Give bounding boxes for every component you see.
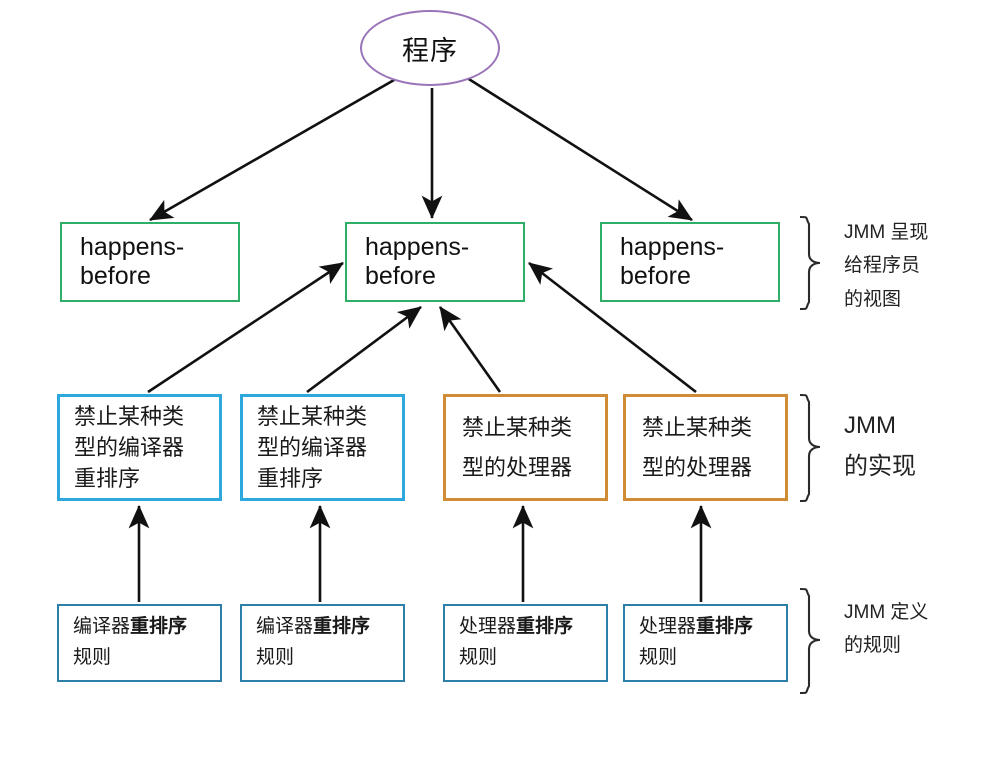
node-rule-processor-1-prefix: 处理器 [459,616,517,638]
node-impl-compiler-2-line3: 重排序 [257,466,324,492]
node-rule-processor-1-line1: 处理器重排序 [459,612,573,643]
node-happens-before-2[interactable]: happens- before [345,222,525,302]
node-impl-processor-2[interactable]: 禁止某种类 型的处理器 [623,394,788,501]
node-impl-compiler-2-line2: 型的编译器 [257,434,368,460]
node-impl-compiler-1-line2: 型的编译器 [74,434,185,460]
node-impl-processor-2-line2: 型的处理器 [642,454,753,480]
node-happens-before-1-line2: before [80,262,151,290]
edge-impl2-to-hb-mid [306,305,422,394]
node-rule-processor-2[interactable]: 处理器重排序 规则 [623,604,788,682]
node-rule-processor-2-line1: 处理器重排序 [639,612,753,643]
node-impl-processor-2-line1: 禁止某种类 [642,415,753,441]
brace-impl-row [799,393,821,503]
node-impl-compiler-2[interactable]: 禁止某种类 型的编译器 重排序 [240,394,405,501]
node-impl-processor-1-line2: 型的处理器 [462,454,573,480]
node-impl-compiler-1-line3: 重排序 [74,466,141,492]
node-rule-compiler-2[interactable]: 编译器重排序 规则 [240,604,405,682]
node-rule-compiler-1[interactable]: 编译器重排序 规则 [57,604,222,682]
node-program-root-label: 程序 [402,35,458,66]
annotation-rule-row: JMM 定义 的规则 [844,602,929,657]
node-impl-compiler-2-line1: 禁止某种类 [257,403,368,429]
node-impl-compiler-1-line1: 禁止某种类 [74,403,185,429]
node-happens-before-2-line2: before [365,262,436,290]
node-impl-compiler-1[interactable]: 禁止某种类 型的编译器 重排序 [57,394,222,501]
node-happens-before-3-line2: before [620,262,691,290]
node-happens-before-1[interactable]: happens- before [60,222,240,302]
brace-view-row [799,215,821,311]
node-happens-before-3[interactable]: happens- before [600,222,780,302]
node-impl-processor-1-line1: 禁止某种类 [462,415,573,441]
node-rule-processor-1[interactable]: 处理器重排序 规则 [443,604,608,682]
annotation-view-row: JMM 呈现 给程序员 的视图 [844,222,929,310]
node-rule-compiler-2-prefix: 编译器 [256,616,314,638]
edge-impl3-to-hb-mid [438,306,502,393]
node-rule-processor-2-prefix: 处理器 [639,616,697,638]
node-program-root[interactable]: 程序 [360,10,500,86]
node-rule-compiler-1-emphasis: 重排序 [130,616,188,638]
node-rule-compiler-1-prefix: 编译器 [73,616,131,638]
node-rule-compiler-2-line1: 编译器重排序 [256,612,370,643]
node-happens-before-2-line1: happens- [365,232,470,261]
node-impl-processor-1[interactable]: 禁止某种类 型的处理器 [443,394,608,501]
node-happens-before-1-line1: happens- [80,232,185,261]
annotation-impl-row: JMM 的实现 [844,412,916,480]
edge-root-to-hb-left [149,74,402,222]
node-rule-processor-1-emphasis: 重排序 [516,616,574,638]
node-rule-compiler-2-emphasis: 重排序 [313,616,371,638]
node-rule-processor-2-line2: 规则 [639,647,678,668]
brace-rule-row [799,587,821,695]
node-rule-compiler-1-line2: 规则 [73,647,112,668]
node-rule-processor-2-emphasis: 重排序 [696,616,754,638]
node-happens-before-3-line1: happens- [620,232,725,261]
node-rule-processor-1-line2: 规则 [459,647,498,668]
edge-root-to-hb-right [463,74,693,222]
node-rule-compiler-2-line2: 规则 [256,647,295,668]
node-rule-compiler-1-line1: 编译器重排序 [73,612,187,643]
